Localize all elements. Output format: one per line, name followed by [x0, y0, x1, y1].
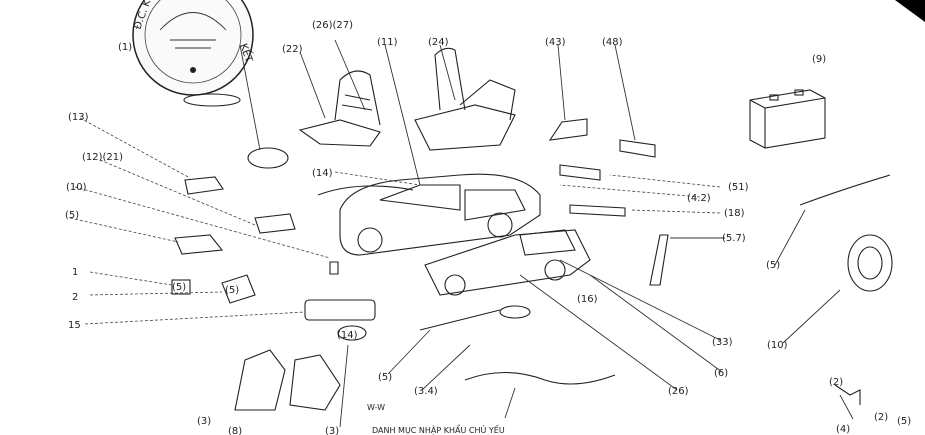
stabilizer-bar-drawing: [799, 174, 891, 206]
callout-18: (18): [724, 208, 745, 219]
callout-5d: (5): [766, 260, 780, 271]
tail-lamp-drawing: [569, 204, 626, 217]
callout-13: (13): [68, 112, 89, 123]
bumper-drawing: [174, 234, 224, 255]
callout-3b: (3): [325, 426, 339, 435]
callout-2b: (2): [874, 412, 888, 423]
switch-drawing: [171, 279, 191, 295]
pipe-drawing: [419, 309, 501, 331]
callout-3a: (3): [197, 416, 211, 427]
frame-drawing: [254, 213, 296, 234]
callout-1: (1): [118, 42, 132, 53]
pump-drawing: [221, 274, 256, 304]
callout-5f: (5): [897, 416, 911, 427]
callout-10: (10): [66, 182, 87, 193]
left-number-2: 2: [72, 292, 78, 303]
callout-5c: (5): [225, 285, 239, 296]
callout-24: (24): [428, 37, 449, 48]
callout-16: (16): [577, 294, 598, 305]
left-number-15: 15: [68, 320, 81, 331]
callout-8: (8): [228, 426, 242, 435]
callout-5a: (5): [65, 210, 79, 221]
callout-33: (33): [712, 337, 733, 348]
callout-5b: (5): [172, 282, 186, 293]
badge-emblem: [183, 93, 241, 107]
callout-4: (4): [836, 424, 850, 435]
seal-stamp: Đ.C. KHOA KẾT: [132, 0, 257, 96]
callout-51: (51): [728, 182, 749, 193]
shock-absorber-drawing: [649, 234, 669, 286]
tyre-drawing: [847, 234, 893, 292]
callout-5e: (5): [378, 372, 392, 383]
rear-seat-drawing: [414, 47, 516, 151]
callout-11: (11): [377, 37, 398, 48]
callout-22: (22): [282, 44, 303, 55]
rod-drawing: [619, 139, 656, 158]
car-body-drawing: [339, 173, 541, 256]
callout-43: (43): [545, 37, 566, 48]
callout-5-7: (5.7): [722, 233, 746, 244]
small-label: W-W: [367, 403, 385, 412]
battery-drawing: [749, 89, 826, 149]
callout-10b: (10): [767, 340, 788, 351]
callout-26: (26): [668, 386, 689, 397]
callout-2a: (2): [829, 377, 843, 388]
steering-wheel-drawing: [247, 147, 289, 169]
headlamp-drawing: [559, 164, 601, 181]
footer-caption: DANH MỤC NHẬP KHẨU CHỦ YẾU: [372, 423, 505, 435]
front-seat-drawing: [298, 70, 381, 147]
window-glass-left: [234, 349, 286, 411]
wiper-drawing: [184, 176, 224, 195]
callout-6: (6): [714, 368, 728, 379]
joint-drawing: [834, 384, 861, 405]
left-number-1: 1: [72, 267, 78, 278]
callout-26-27: (26)(27): [312, 20, 353, 31]
leader-lines: [69, 39, 854, 428]
callout-48: (48): [602, 37, 623, 48]
callout-14a: (14): [312, 168, 333, 179]
wiring-harness-drawing: [464, 371, 616, 385]
car-chassis-drawing: [424, 229, 591, 296]
roof-strip-drawing: [317, 185, 414, 196]
callout-4-2: (4.2): [687, 193, 711, 204]
cap-drawing: [499, 305, 531, 319]
callout-9: (9): [812, 54, 826, 65]
lamp-drawing: [337, 325, 367, 341]
callout-12-21: (12)(21): [82, 152, 123, 163]
corner-shading: [895, 0, 925, 22]
grille-drawing: [304, 299, 376, 321]
mirror-drawing: [548, 118, 588, 141]
handle-drawing: [329, 261, 339, 275]
callout-14b: (14): [337, 330, 358, 341]
window-glass-right: [289, 354, 341, 411]
callout-3-4: (3.4): [414, 386, 438, 397]
